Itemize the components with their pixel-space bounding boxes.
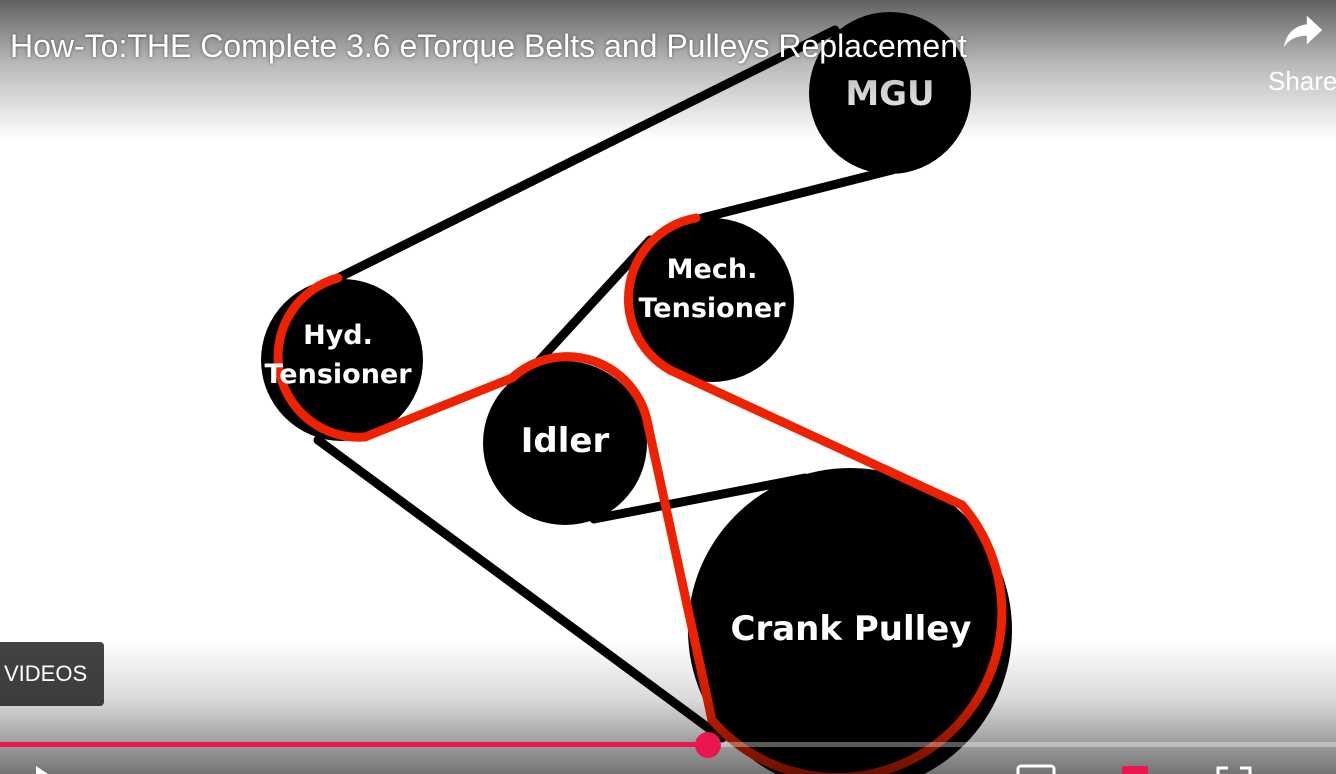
play-icon[interactable]: [26, 764, 56, 774]
label-mgu: MGU: [845, 74, 934, 114]
red-belt-hyd-wrap: [273, 273, 370, 442]
label-hyd-line1: Hyd.: [303, 320, 373, 351]
pulley-idler: [483, 361, 647, 525]
share-arrow-icon: [1283, 15, 1323, 48]
progress-scrubber-handle[interactable]: [695, 732, 722, 758]
settings-icon[interactable]: [1120, 764, 1150, 774]
pulley-mech-tensioner: [630, 218, 794, 382]
red-belt-crank-to-mech: [665, 365, 967, 510]
progress-bar[interactable]: [0, 732, 1336, 758]
player-controls: [0, 760, 1336, 774]
label-idler: Idler: [521, 421, 610, 461]
belt-mgu-to-mech: [697, 165, 897, 223]
red-belt-hyd-to-idler: [360, 373, 517, 442]
label-hyd-line2: Tensioner: [264, 359, 412, 390]
red-belt-mech-wrap: [624, 213, 701, 375]
belt-idler-to-crank: [589, 473, 810, 524]
progress-played: [0, 742, 709, 747]
share-label: Share: [1268, 66, 1336, 96]
belt-mech-to-idler: [533, 235, 655, 367]
label-crank: Crank Pulley: [731, 609, 972, 649]
share-button[interactable]: Share: [1262, 4, 1336, 100]
label-mech-line2: Tensioner: [638, 293, 786, 324]
pulley-hyd-tensioner: [261, 279, 423, 441]
more-videos-button[interactable]: VIDEOS: [0, 642, 104, 706]
video-title[interactable]: How-To:THE Complete 3.6 eTorque Belts an…: [10, 28, 967, 64]
red-belt-idler-wrap: [507, 352, 653, 430]
fullscreen-icon[interactable]: [1214, 764, 1254, 774]
more-videos-label: VIDEOS: [4, 661, 88, 686]
subtitles-icon[interactable]: [1016, 764, 1056, 774]
label-mech-line1: Mech.: [667, 254, 758, 285]
